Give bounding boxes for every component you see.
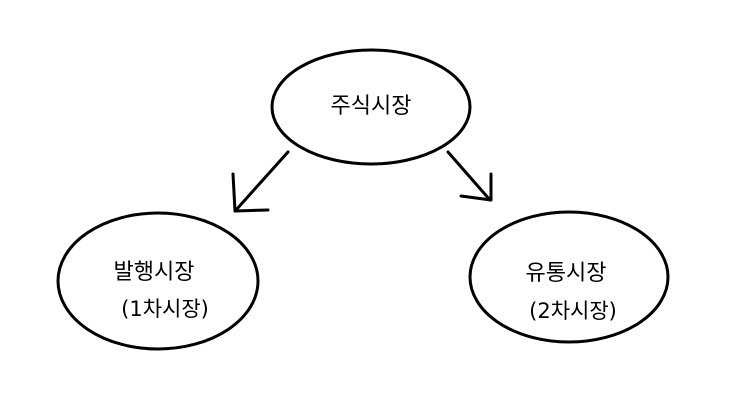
arrow-root-to-right-shaft: [446, 150, 492, 202]
arrow-root-to-right-head: [459, 172, 493, 202]
node-distribution-market-label: 유통시장: [526, 261, 607, 286]
node-issuance-market-label: 발행시장: [114, 260, 195, 285]
node-stock-market-label: 주식시장: [331, 94, 412, 119]
node-distribution-market: 유통시장 (2차시장): [468, 210, 670, 344]
arrow-root-to-left-shaft: [234, 150, 290, 212]
arrow-root-to-right: [446, 150, 493, 202]
node-issuance-market-ellipse: [56, 211, 260, 351]
node-distribution-market-ellipse: [468, 210, 670, 344]
node-issuance-market: 발행시장 (1차시장): [56, 211, 260, 351]
arrow-root-to-left: [231, 150, 290, 213]
node-stock-market: 주식시장: [270, 48, 472, 166]
node-distribution-market-sublabel: (2차시장): [529, 299, 617, 323]
arrow-root-to-left-head: [231, 172, 270, 213]
node-issuance-market-sublabel: (1차시장): [121, 297, 209, 321]
node-stock-market-ellipse: [270, 48, 472, 166]
